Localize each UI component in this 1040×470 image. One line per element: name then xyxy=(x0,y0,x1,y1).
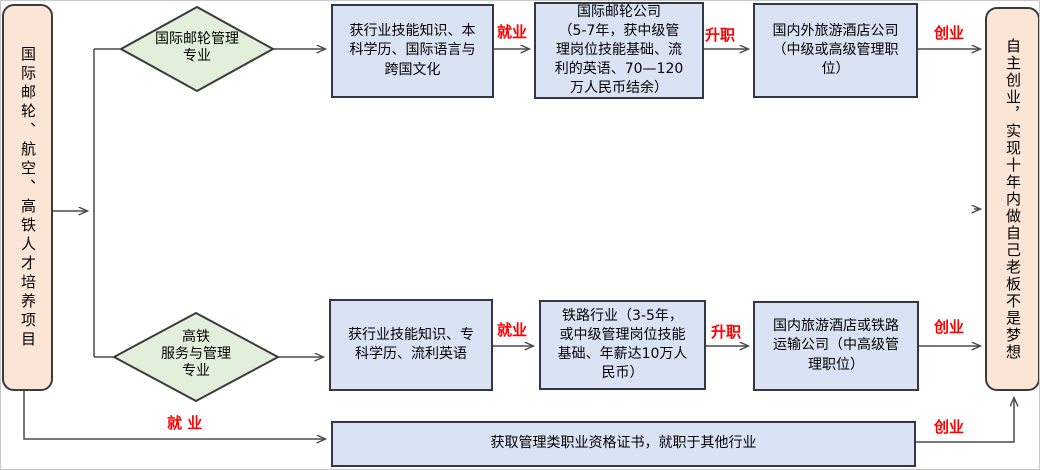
rail-major-diamond xyxy=(111,311,281,403)
rail-hotel-text: 国内旅游酒店或铁路 运输公司（中高级管 理职位） xyxy=(773,318,899,373)
cruise-company-box: 国际邮轮公司 （5-7年，获中级管 理岗位技能基础、流 利的英语、70—120 … xyxy=(534,2,704,99)
cruise-skills-text: 获行业技能知识、本 科学历、国际语言与 跨国文化 xyxy=(349,23,476,78)
rail-hotel-box: 国内旅游酒店或铁路 运输公司（中高级管 理职位） xyxy=(753,301,919,391)
rail-promotion-label: 升职 xyxy=(711,323,742,341)
rail-major-label: 高铁 服务与管理 专业 xyxy=(161,329,231,380)
rail-company-text: 铁路行业（3-5年， 或中级管理岗位技能 基础、年薪达10万人 民币） xyxy=(557,307,688,382)
cruise-skills-box: 获行业技能知识、本 科学历、国际语言与 跨国文化 xyxy=(331,4,494,98)
cruise-employment-label: 就业 xyxy=(497,23,528,41)
cruise-company-text: 国际邮轮公司 （5-7年，获中级管 理岗位技能基础、流 利的英语、70—120 … xyxy=(554,3,684,97)
rail-company-box: 铁路行业（3-5年， 或中级管理岗位技能 基础、年薪达10万人 民币） xyxy=(539,300,706,390)
rail-skills-box: 获行业技能知识、专 科学历、流利英语 xyxy=(329,299,493,391)
goal-box: 自主创业，实现十年内做自己老板不是梦想 xyxy=(985,7,1039,391)
cruise-startup-label: 创业 xyxy=(934,24,965,42)
rail-employment-label: 就业 xyxy=(497,321,528,339)
other-industry-box: 获取管理类职业资格证书，就职于其他行业 xyxy=(331,421,916,467)
cruise-promotion-label: 升职 xyxy=(705,26,736,44)
cruise-hotel-box: 国内外旅游酒店公司 （中级或高级管理职 位） xyxy=(753,3,918,98)
other-employment-label: 就 业 xyxy=(167,414,203,432)
rail-skills-text: 获行业技能知识、专 科学历、流利英语 xyxy=(348,326,474,362)
cruise-major-label: 国际邮轮管理 专业 xyxy=(155,31,239,65)
project-source-box: 国际邮轮、航空、高铁人才培养项目 xyxy=(2,4,53,391)
other-startup-label: 创业 xyxy=(934,418,965,436)
goal-text: 自主创业，实现十年内做自己老板不是梦想 xyxy=(1004,37,1022,361)
rail-startup-label: 创业 xyxy=(934,318,965,336)
cruise-major-diamond xyxy=(118,5,276,93)
cruise-hotel-text: 国内外旅游酒店公司 （中级或高级管理职 位） xyxy=(772,22,899,78)
other-industry-text: 获取管理类职业资格证书，就职于其他行业 xyxy=(490,435,757,452)
project-source-text: 国际邮轮、航空、高铁人才培养项目 xyxy=(19,45,37,350)
